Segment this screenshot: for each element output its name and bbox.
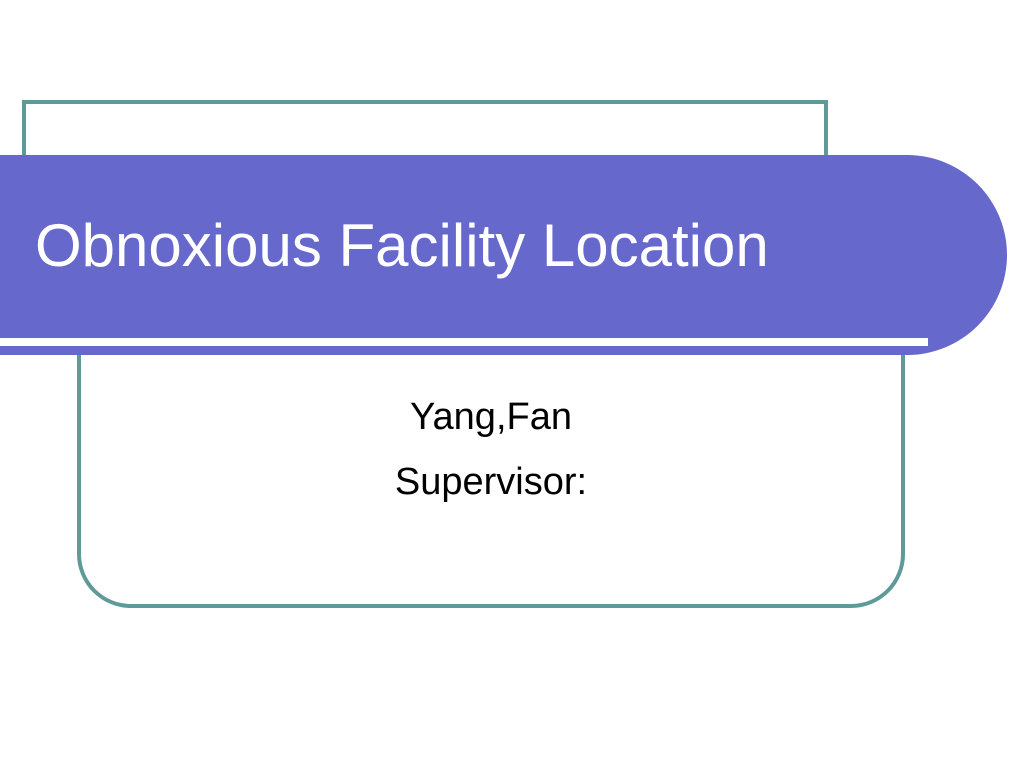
slide-subtitle-block: Yang,Fan Supervisor: [77,385,905,515]
decorative-frame-bottom [77,352,905,608]
title-banner [0,155,1007,355]
title-underline-rule [0,338,928,346]
decorative-frame-top [22,100,828,166]
subtitle-line-supervisor: Supervisor: [394,461,588,503]
slide-title: Obnoxious Facility Location [35,211,769,279]
subtitle-line-author: Yang,Fan [410,396,572,438]
